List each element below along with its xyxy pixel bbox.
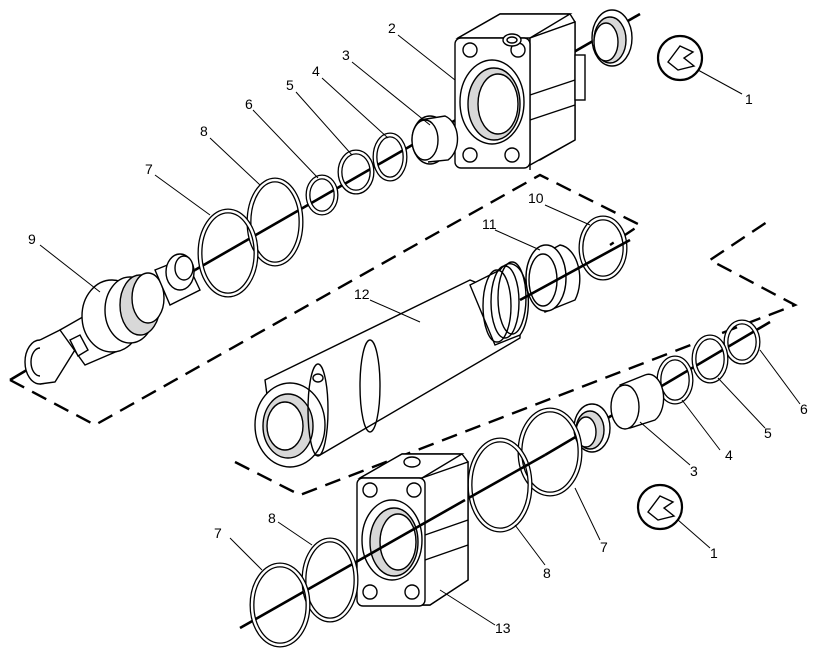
part-11-sleeve (525, 244, 581, 313)
part-8-bottom-ring (467, 437, 533, 533)
callout-6-top: 6 (245, 96, 253, 112)
callout-4-top: 4 (312, 63, 320, 79)
part-4-top-ring (372, 132, 408, 182)
part-1-top-seal (591, 9, 633, 67)
part-8-lower-ring (301, 537, 359, 623)
callout-5-bottom: 5 (764, 425, 772, 441)
callout-5-top: 5 (286, 77, 294, 93)
part-12-barrel (254, 261, 530, 468)
callout-7-bottom: 7 (600, 539, 608, 555)
part-10-ring (578, 215, 628, 281)
part-6-top-ring (305, 174, 339, 216)
callout-2: 2 (388, 20, 396, 36)
callout-3-top: 3 (342, 47, 350, 63)
lower-right-axis-2 (464, 453, 546, 502)
callout-6-bottom: 6 (800, 401, 808, 417)
barrel-dashed-leader (234, 219, 798, 497)
callout-1-top: 1 (745, 91, 753, 107)
callout-12: 12 (354, 286, 370, 302)
part-7-lower-ring (249, 562, 311, 648)
part-5-top-ring (337, 149, 375, 195)
seal-section-symbol-top (656, 34, 704, 82)
part-3-top-bushing (411, 115, 459, 165)
top-dashed-leader (9, 173, 643, 427)
top-assembly (194, 9, 704, 298)
callout-3-bottom: 3 (690, 463, 698, 479)
part-7-top-ring (197, 208, 259, 298)
part-9-piston (9, 253, 201, 385)
callout-labels: 1 2 3 4 5 6 8 7 9 10 11 12 6 5 4 3 7 8 1… (28, 20, 808, 636)
callout-9: 9 (28, 231, 36, 247)
bottom-right-assembly (464, 319, 771, 533)
callout-4-bottom: 4 (725, 447, 733, 463)
seal-section-symbol-bottom (636, 483, 684, 531)
part-13-head-block (239, 453, 469, 630)
part-2-head-block (454, 13, 586, 170)
callout-7-lower: 7 (214, 525, 222, 541)
leader-lines (39, 34, 801, 626)
callout-10: 10 (528, 190, 544, 206)
callout-8-top: 8 (200, 123, 208, 139)
middle-axis-line (519, 238, 631, 302)
part-6-bottom-ring (723, 319, 761, 365)
callout-8-lower: 8 (268, 510, 276, 526)
callout-11: 11 (482, 216, 497, 232)
part-5-bottom-ring (691, 334, 729, 384)
callout-8-bottom: 8 (543, 565, 551, 581)
part-3-bottom-bushing (610, 373, 665, 430)
part-1-bottom-seal (573, 403, 611, 453)
callout-13: 13 (495, 620, 511, 636)
callout-7-top: 7 (145, 161, 153, 177)
callout-1-bottom: 1 (710, 545, 718, 561)
